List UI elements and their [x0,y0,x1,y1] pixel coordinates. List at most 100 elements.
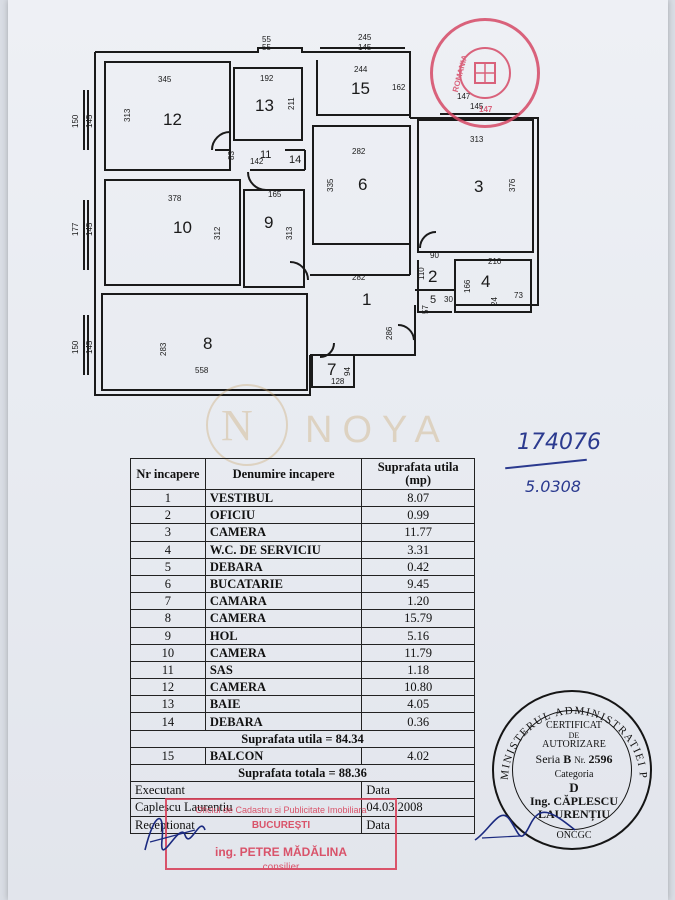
table-cell: 4.05 [361,695,475,714]
dimension-label: 376 [508,178,517,192]
table-cell: 15 [130,746,206,766]
table-cell: 10.80 [361,678,475,697]
handwritten-number: 174076 [517,430,601,455]
table-cell: SAS [204,660,363,680]
floor-plan: 12 13 15 6 3 10 9 2 4 1 8 7 11 14 5 55 5… [0,0,675,420]
dimension-label: 313 [123,108,132,122]
cadastre-office-stamp: Oficiul de Cadastru si Publicitate Imobi… [165,798,397,873]
table-cell: 7 [130,592,206,611]
table-cell: BAIE [204,695,363,714]
table-cell: 1.20 [361,592,475,611]
dimension-label: 24 [490,297,499,306]
rooms-table: Nr incapere Denumire incapere Suprafata … [129,458,475,834]
dimension-label: 145 [85,340,94,354]
dimension-label: 286 [385,326,394,340]
table-cell: 14 [130,712,206,731]
table-cell: CAMERA [204,523,363,542]
table-cell: 15.79 [361,609,475,628]
table-cell: 12 [130,678,206,697]
dimension-label: 142 [250,157,264,166]
stamp-inner-ring [459,47,511,99]
room-number-7: 7 [327,360,336,379]
dimension-label: 150 [71,340,80,354]
table-cell: Receptionat [129,815,363,834]
table-cell: 1 [130,488,206,508]
header-nr: Nr incapere [130,458,206,490]
top-red-stamp: ROMANIA 147 [430,18,540,128]
grand-total-row: Suprafata totala = 88.36 [130,763,475,783]
room-number-13: 13 [255,96,274,115]
table-cell: 0.99 [361,506,475,525]
room-number-3: 3 [474,177,483,196]
dimension-label: 57 [421,305,430,314]
table-cell: 6 [130,574,206,594]
table-cell: Suprafata totala = 88.36 [130,763,475,783]
noya-watermark: N NOYA [185,380,515,470]
table-cell: Executant [129,781,363,800]
table-cell: W.C. DE SERVICIU [204,540,363,559]
dimension-label: 145 [358,43,372,52]
dimension-label: 282 [352,147,366,156]
room-number-1: 1 [362,290,371,309]
signature-right [474,811,576,841]
table-cell: DEBARA [204,557,363,576]
table-cell: OFICIU [204,506,363,525]
dimension-label: 177 [71,222,80,236]
table-cell: Suprafata utila = 84.34 [130,729,475,748]
room-number-8: 8 [203,334,212,353]
table-cell: 0.42 [361,557,475,576]
table-cell: 4 [130,540,206,559]
table-cell: CAMARA [204,592,363,611]
table-cell: BALCON [204,746,363,766]
stamp-inner-ring [512,710,632,830]
room-number-5: 5 [430,294,436,306]
room-number-6: 6 [358,175,367,194]
room-number-9: 9 [264,213,273,232]
room-number-12: 12 [163,110,182,129]
table-cell: 8 [130,609,206,628]
dimension-label: 345 [158,75,172,84]
table-cell: 0.36 [361,712,475,731]
table-header-row: Nr incapere Denumire incapere Suprafata … [130,458,475,490]
dimension-label: 283 [159,342,168,356]
dimension-label: 313 [285,226,294,240]
svg-text:N: N [221,401,253,450]
dimension-label: 165 [268,190,282,199]
table-cell: CAMERA [204,643,363,662]
table-cell: HOL [204,626,363,645]
dimension-label: 90 [430,251,439,260]
table-cell: Data [361,815,475,834]
dimension-label: 192 [260,74,274,83]
table-cell: 13 [130,695,206,714]
room-number-4: 4 [481,272,490,291]
table-cell: 8.07 [361,488,475,508]
table-cell: 3 [130,523,206,542]
dimension-label: 94 [343,367,352,376]
dimension-label: 558 [195,366,209,375]
table-cell: DEBARA [204,712,363,731]
useful-total-row: Suprafata utila = 84.34 [130,729,475,748]
table-cell: BUCATARIE [204,574,363,594]
floor-plan-drawing: 12 13 15 6 3 10 9 2 4 1 8 7 11 14 5 55 5… [71,33,539,396]
dimension-label: 145 [85,222,94,236]
table-cell: 3.31 [361,540,475,559]
handwritten-code: 5.0308 [525,477,581,496]
signature-left [144,817,206,851]
table-cell: 4.02 [361,746,475,766]
dimension-label: 162 [392,83,406,92]
table-cell: 11.77 [361,523,475,542]
dimension-label: 128 [331,377,345,386]
dimension-label: 313 [470,135,484,144]
header-name: Denumire incapere [204,458,363,490]
